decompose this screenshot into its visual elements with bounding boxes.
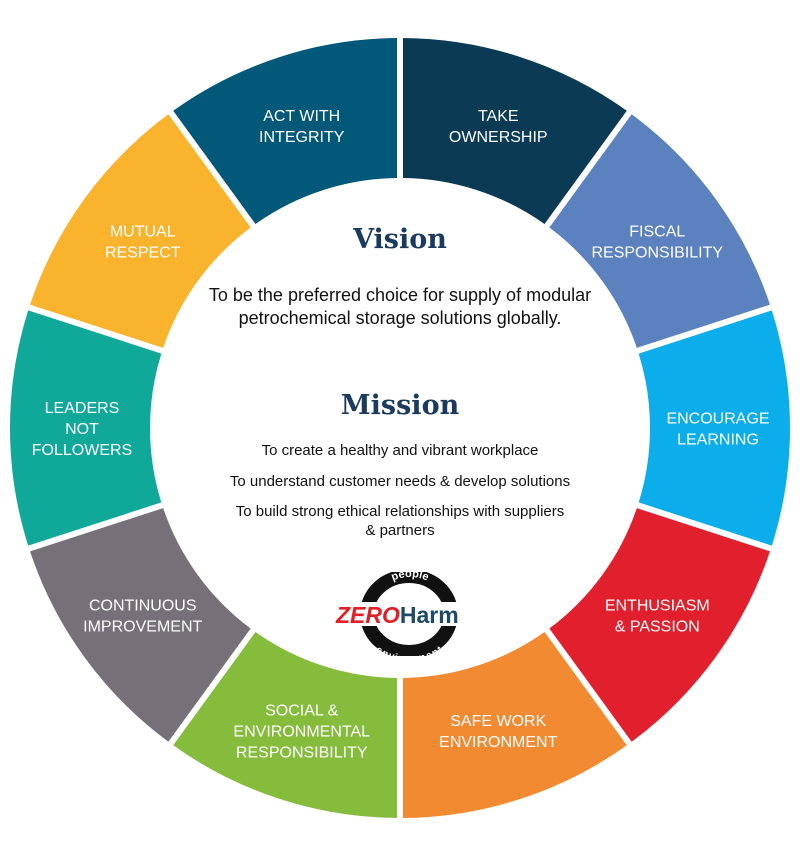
wheel-segment bbox=[549, 508, 770, 742]
segment-label: RESPONSIBILITY bbox=[591, 245, 723, 262]
vision-heading: Vision bbox=[353, 224, 447, 255]
mission-heading: Mission bbox=[340, 390, 460, 421]
logo-people-text: people bbox=[390, 572, 431, 583]
segment-label: & PASSION bbox=[615, 618, 700, 635]
wheel-segment bbox=[173, 632, 398, 818]
segment-label: SOCIAL & bbox=[265, 702, 339, 719]
segment-label: SAFE WORK bbox=[450, 713, 546, 730]
segment-label: MUTUAL bbox=[110, 224, 176, 241]
segment-label: INTEGRITY bbox=[259, 129, 345, 146]
segment-label: ENTHUSIASM bbox=[605, 597, 710, 614]
segment-label: LEARNING bbox=[677, 432, 759, 449]
segment-label: RESPONSIBILITY bbox=[236, 744, 368, 761]
wheel-segment bbox=[402, 38, 627, 224]
zero-harm-logo: people environment ZEROHarm bbox=[333, 572, 483, 656]
segment-label: LEADERS bbox=[45, 400, 120, 417]
svg-text:ZEROHarm: ZEROHarm bbox=[335, 602, 459, 628]
logo-zero-text: ZERO bbox=[335, 602, 400, 628]
mission-item: To understand customer needs & develop s… bbox=[229, 473, 571, 490]
segment-label: OWNERSHIP bbox=[449, 129, 548, 146]
segment-label: CONTINUOUS bbox=[89, 597, 197, 614]
wheel-segment bbox=[549, 114, 770, 348]
segment-label: IMPROVEMENT bbox=[83, 618, 202, 635]
segment-label: ENVIRONMENT bbox=[439, 734, 557, 751]
segment-label: ACT WITH bbox=[263, 108, 340, 125]
vision-statement: To be the preferred choice for supply of… bbox=[208, 285, 592, 328]
logo-harm-text: Harm bbox=[400, 602, 459, 628]
segment-label: FOLLOWERS bbox=[32, 442, 132, 459]
segment-label: ENCOURAGE bbox=[666, 411, 769, 428]
segment-label: RESPECT bbox=[105, 245, 181, 262]
svg-text:people: people bbox=[390, 572, 431, 583]
mission-item: To build strong ethical relationships wi… bbox=[235, 503, 565, 539]
segment-label: TAKE bbox=[478, 108, 519, 125]
segment-label: ENVIRONMENTAL bbox=[233, 723, 370, 740]
wheel-segment bbox=[173, 38, 398, 224]
mission-item: To create a healthy and vibrant workplac… bbox=[261, 442, 539, 459]
wheel-segment bbox=[638, 310, 790, 546]
wheel-segment bbox=[30, 114, 251, 348]
segment-label: NOT bbox=[65, 421, 99, 438]
wheel-segment bbox=[30, 508, 251, 742]
wheel-segment bbox=[10, 310, 162, 546]
segment-label: FISCAL bbox=[629, 224, 685, 241]
wheel-segment bbox=[402, 632, 627, 818]
